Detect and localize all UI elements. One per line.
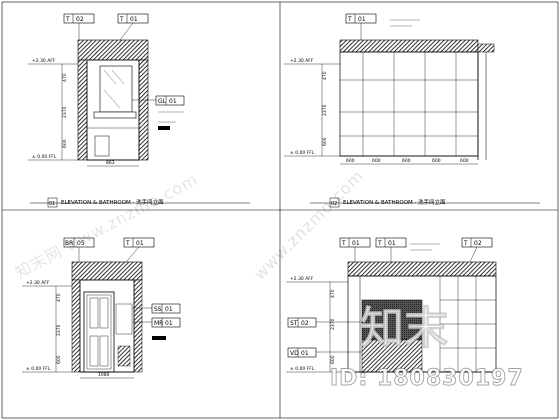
svg-text:GL: GL — [158, 98, 167, 105]
svg-text:02: 02 — [76, 16, 84, 23]
material-tag-top-1: T 02 — [63, 13, 95, 40]
level-marks: +2.30 AFF ± 0.00 FFL 470 2370 600 863 — [28, 58, 139, 167]
door — [83, 291, 115, 373]
svg-text:SS: SS — [154, 306, 162, 313]
material-tag-top-p4c: T 02 — [461, 237, 493, 263]
svg-text:01: 01 — [130, 16, 138, 23]
svg-text:+2.30 AFF: +2.30 AFF — [26, 280, 50, 286]
svg-text:VD: VD — [290, 350, 299, 357]
elevation-panel-4: T 01 T 01 T 02 — [286, 237, 497, 373]
material-tag-side-gl: GL 01 — [132, 95, 185, 130]
svg-text:2370: 2370 — [330, 318, 336, 330]
svg-text:600: 600 — [330, 355, 336, 364]
shower-tiles — [439, 276, 496, 372]
svg-text:470: 470 — [56, 293, 62, 302]
toilet — [94, 135, 110, 157]
material-tag-side-st: ST 02 — [287, 317, 362, 328]
svg-text:01: 01 — [169, 98, 177, 105]
svg-text:± 0.00 FFL: ± 0.00 FFL — [32, 154, 57, 160]
material-tag-top-p4b: T 01 — [375, 237, 440, 262]
elevation-panel-2: T 01 +2.30 AFF ± 0.00 FFL 470 — [284, 13, 540, 208]
svg-text:600: 600 — [402, 158, 411, 164]
svg-text:600: 600 — [460, 158, 469, 164]
svg-text:01: 01 — [388, 240, 396, 247]
svg-text:T: T — [65, 16, 70, 23]
svg-text:+2.30 AFF: +2.30 AFF — [290, 276, 314, 282]
svg-text:470: 470 — [322, 71, 328, 80]
material-tag-top-p2: T 01 — [345, 13, 420, 40]
elevation-panel-1: T 02 T 01 GL 01 — [28, 13, 250, 208]
svg-text:± 0.00 FFL: ± 0.00 FFL — [290, 366, 315, 372]
svg-text:T: T — [341, 240, 346, 247]
svg-text:+2.30 AFF: +2.30 AFF — [290, 58, 314, 64]
svg-text:01: 01 — [352, 240, 360, 247]
ceiling-hatch — [71, 261, 143, 281]
svg-text:02: 02 — [331, 201, 337, 207]
svg-text:470: 470 — [62, 73, 68, 82]
material-tag-top-br: BR 05 — [63, 237, 95, 262]
drawing-caption-2: 02 ELEVATION & BATHROOM · 洗手间立面 — [310, 197, 540, 208]
svg-text:600: 600 — [346, 158, 355, 164]
level-marks-p2: +2.30 AFF ± 0.00 FFL 470 2370 600 600 60… — [284, 58, 478, 165]
svg-text:ST: ST — [290, 320, 298, 327]
svg-text:01: 01 — [49, 201, 55, 207]
svg-text:01: 01 — [165, 306, 173, 313]
svg-text:T: T — [125, 240, 130, 247]
svg-text:2370: 2370 — [322, 104, 328, 116]
material-tag-top-p4a: T 01 — [339, 237, 371, 262]
tile-grid — [340, 52, 478, 156]
svg-text:600: 600 — [372, 158, 381, 164]
svg-text:1080: 1080 — [98, 372, 110, 378]
svg-text:863: 863 — [106, 160, 115, 166]
svg-text:02: 02 — [301, 320, 309, 327]
elevation-panel-3: BR 05 T 01 SS — [22, 237, 181, 379]
svg-text:01: 01 — [301, 350, 309, 357]
svg-text:± 0.00 FFL: ± 0.00 FFL — [290, 150, 315, 156]
material-tag-side-mr: MR 01 — [132, 317, 181, 340]
svg-text:01: 01 — [136, 240, 144, 247]
svg-text:+2.30 AFF: +2.30 AFF — [32, 58, 56, 64]
svg-text:± 0.00 FFL: ± 0.00 FFL — [26, 366, 51, 372]
svg-text:T: T — [347, 16, 352, 23]
svg-text:02: 02 — [474, 240, 482, 247]
svg-text:600: 600 — [432, 158, 441, 164]
svg-text:01: 01 — [165, 320, 173, 327]
mirror — [99, 65, 133, 113]
material-tag-side-ss: SS 01 — [132, 303, 181, 314]
svg-text:05: 05 — [77, 240, 85, 247]
svg-text:ELEVATION & BATHROOM · 洗手间立面: ELEVATION & BATHROOM · 洗手间立面 — [343, 198, 446, 206]
drawing-caption-1: 01 ELEVATION & BATHROOM · 洗手间立面 — [30, 197, 250, 208]
ceiling-hatch — [347, 261, 497, 277]
material-tag-top-2: T 01 — [117, 13, 149, 41]
svg-text:MR: MR — [154, 320, 163, 327]
ceiling-hatch — [77, 39, 149, 61]
svg-text:T: T — [463, 240, 468, 247]
ceiling-hatch — [339, 39, 479, 53]
material-tag-top-t: T 01 — [123, 237, 155, 263]
svg-text:BR: BR — [65, 240, 73, 247]
level-marks-p4: +2.30 AFF ± 0.00 FFL 470 2370 600 — [286, 276, 348, 373]
svg-text:2370: 2370 — [62, 106, 68, 118]
svg-text:2370: 2370 — [56, 324, 62, 336]
svg-text:470: 470 — [330, 289, 336, 298]
level-marks-p3: +2.30 AFF ± 0.00 FFL 470 2370 600 1080 — [22, 280, 134, 379]
material-tag-side-vd: VD 01 — [287, 347, 362, 358]
svg-text:01: 01 — [358, 16, 366, 23]
tile-wall — [339, 51, 479, 157]
svg-text:600: 600 — [62, 139, 68, 148]
svg-text:ELEVATION & BATHROOM · 洗手间立面: ELEVATION & BATHROOM · 洗手间立面 — [61, 198, 164, 206]
svg-text:600: 600 — [322, 137, 328, 146]
vanity-cabinet — [361, 299, 423, 341]
svg-text:T: T — [377, 240, 382, 247]
vanity-counter — [93, 111, 137, 119]
svg-text:T: T — [119, 16, 124, 23]
svg-text:600: 600 — [56, 355, 62, 364]
